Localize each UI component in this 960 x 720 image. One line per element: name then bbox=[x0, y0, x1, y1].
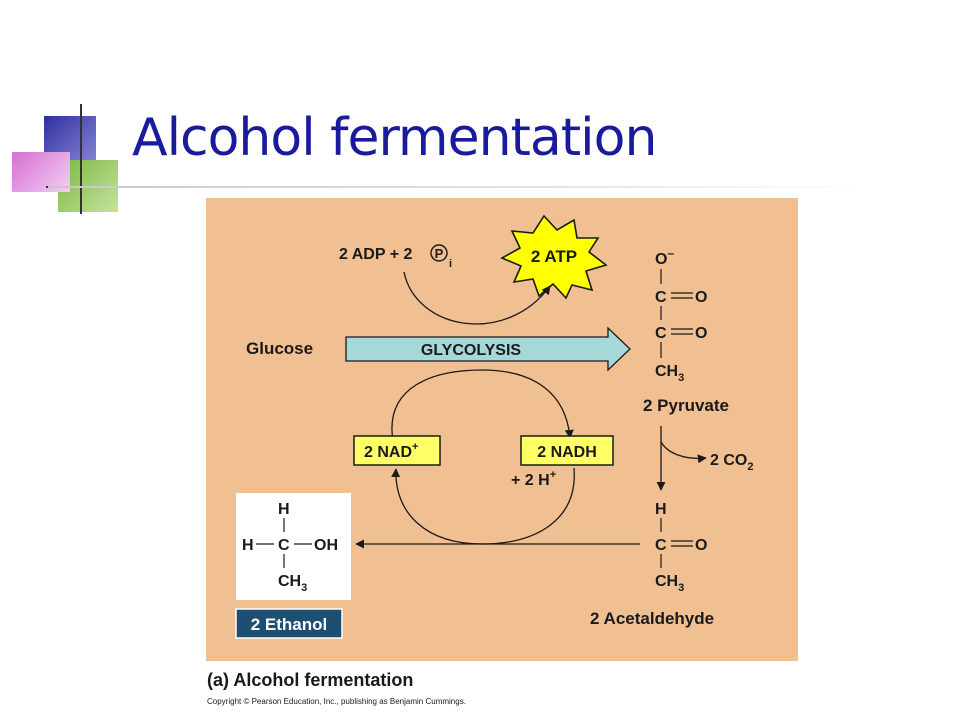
adp-label: 2 ADP + 2 bbox=[339, 246, 412, 263]
phosphate-circle bbox=[430, 244, 448, 262]
phosphate-symbol: P bbox=[435, 246, 444, 261]
acetaldehyde-o: O bbox=[695, 537, 707, 554]
glucose-label: Glucose bbox=[246, 339, 313, 358]
nadh-box bbox=[520, 435, 614, 466]
copyright-notice: Copyright © Pearson Education, Inc., pub… bbox=[207, 697, 466, 706]
decor-square-pink bbox=[12, 152, 70, 192]
figure-caption: (a) Alcohol fermentation bbox=[207, 670, 414, 690]
glycolysis-label: GLYCOLYSIS bbox=[421, 342, 522, 359]
ethanol-label: 2 Ethanol bbox=[251, 615, 328, 634]
nadh-label: 2 NADH bbox=[537, 444, 597, 461]
ethanol-h-top: H bbox=[278, 501, 290, 518]
co2-release-arrow bbox=[660, 441, 707, 464]
nad-plus-label: 2 NAD+ bbox=[364, 441, 418, 461]
ethanol-oh: OH bbox=[314, 537, 338, 554]
adp-to-atp-arrow bbox=[403, 271, 551, 325]
ethanol-c: C bbox=[278, 537, 290, 554]
fermentation-diagram: 2 ATP 2 ADP + 2 P i GLYCOLYSIS Glucose 2… bbox=[206, 198, 798, 661]
slide-title: Alcohol fermentation bbox=[132, 108, 657, 168]
atp-label: 2 ATP bbox=[531, 247, 577, 266]
h-plus-label: + 2 H+ bbox=[511, 469, 556, 489]
pyruvate-o1: O bbox=[695, 289, 707, 306]
pyruvate-c1: C bbox=[655, 289, 667, 306]
ethanol-structure-box bbox=[236, 493, 351, 600]
title-underline bbox=[48, 186, 868, 188]
pyruvate-label: 2 Pyruvate bbox=[643, 396, 729, 415]
co2-label: 2 CO2 bbox=[710, 452, 753, 473]
ethanol-ch3: CH3 bbox=[278, 573, 307, 594]
atp-burst-shape bbox=[500, 214, 608, 300]
diagram-canvas: 2 ATP 2 ADP + 2 P i GLYCOLYSIS Glucose 2… bbox=[235, 214, 753, 639]
nad-plus-box bbox=[353, 435, 441, 466]
decor-vertical-line bbox=[80, 104, 82, 214]
phosphate-subscript: i bbox=[449, 258, 452, 270]
pyruvate-ch3: CH3 bbox=[655, 363, 684, 384]
pyruvate-o-minus: O– bbox=[655, 246, 674, 268]
ethanol-label-box bbox=[235, 608, 343, 639]
acetaldehyde-label: 2 Acetaldehyde bbox=[590, 609, 714, 628]
ethanol-h-left: H bbox=[242, 537, 254, 554]
pyruvate-o2: O bbox=[695, 325, 707, 342]
acetaldehyde-c: C bbox=[655, 537, 667, 554]
acetaldehyde-h: H bbox=[655, 501, 667, 518]
pyruvate-c2: C bbox=[655, 325, 667, 342]
nad-to-nadh-arrow bbox=[391, 369, 574, 442]
glycolysis-arrow-shape bbox=[345, 326, 631, 372]
acetaldehyde-ch3: CH3 bbox=[655, 573, 684, 594]
